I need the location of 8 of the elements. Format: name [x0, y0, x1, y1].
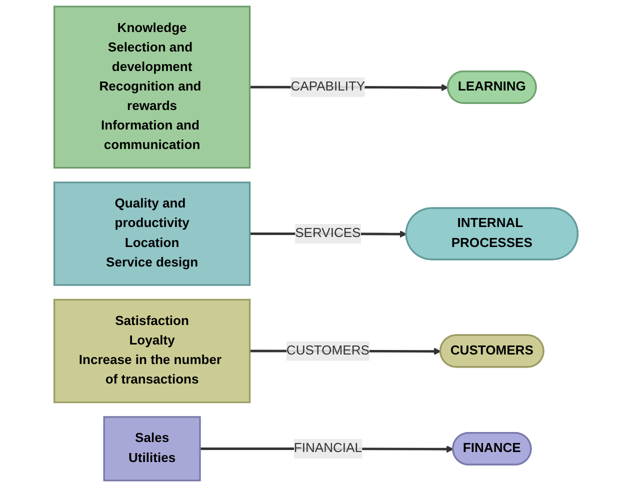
node-box: Satisfaction Loyalty Increase in the number of transactions [54, 298, 251, 404]
node-box: Sales Utilities [103, 416, 201, 482]
edge-label: CAPABILITY [290, 80, 366, 94]
node-box: Quality and productivity Location Service design [54, 182, 251, 286]
node-box: Knowledge Selection and development Recognition and rewards Information and communication [54, 6, 251, 169]
edge-label: CUSTOMERS [286, 344, 370, 358]
edge-label: SERVICES [295, 226, 361, 240]
edge-label: FINANCIAL [294, 441, 362, 456]
